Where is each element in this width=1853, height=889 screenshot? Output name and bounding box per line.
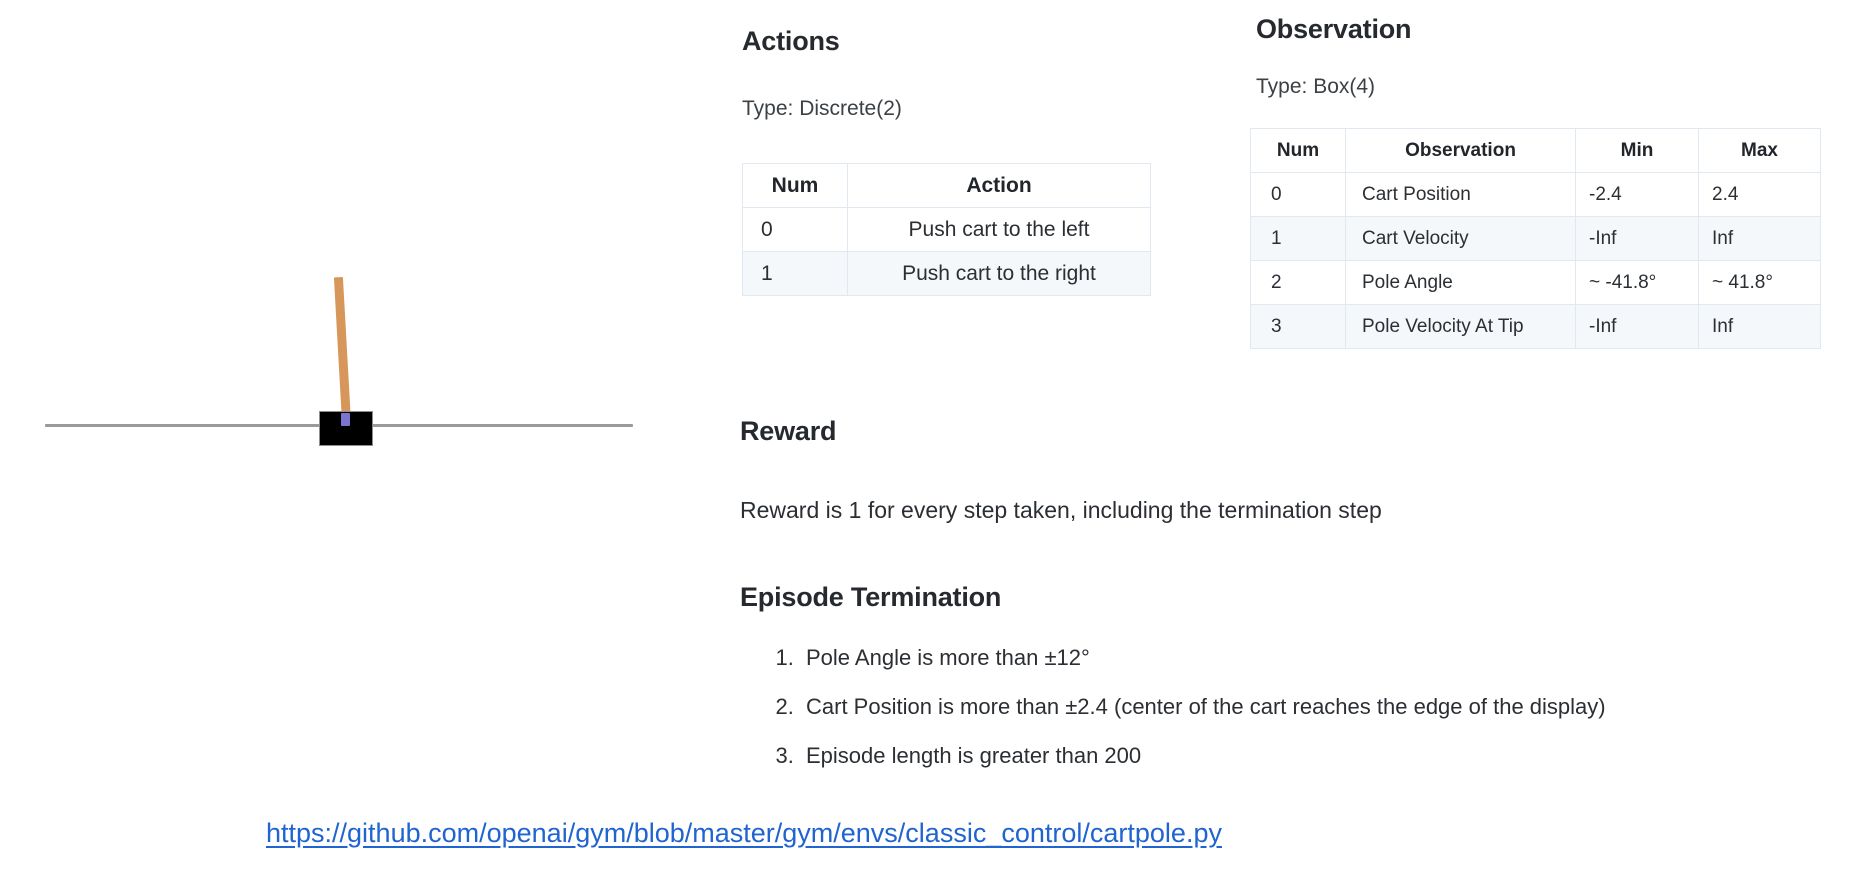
observation-table: Num Observation Min Max 0 Cart Position … [1250, 128, 1821, 349]
observation-cell-min-3: -Inf [1575, 304, 1699, 349]
actions-cell-action-0: Push cart to the left [847, 207, 1151, 252]
observation-cell-num-0: 0 [1250, 172, 1346, 217]
observation-cell-obs-3: Pole Velocity At Tip [1345, 304, 1576, 349]
episode-termination-heading: Episode Termination [740, 582, 1002, 612]
actions-cell-num-0: 0 [742, 207, 848, 252]
source-code-link[interactable]: https://github.com/openai/gym/blob/maste… [266, 818, 1222, 848]
table-row: 0 Push cart to the left [742, 207, 1151, 252]
table-row: 2 Pole Angle ~ -41.8° ~ 41.8° [1250, 260, 1821, 305]
observation-cell-max-3: Inf [1698, 304, 1821, 349]
actions-header-action: Action [847, 163, 1151, 208]
table-row: 0 Cart Position -2.4 2.4 [1250, 172, 1821, 217]
observation-header-min: Min [1575, 128, 1699, 173]
observation-cell-min-0: -2.4 [1575, 172, 1699, 217]
observation-cell-num-1: 1 [1250, 216, 1346, 261]
cartpole-illustration [0, 276, 700, 500]
observation-cell-num-2: 2 [1250, 260, 1346, 305]
cartpole-pole [333, 276, 351, 423]
observation-cell-obs-0: Cart Position [1345, 172, 1576, 217]
observation-type-text: Type: Box(4) [1256, 75, 1376, 98]
observation-header-obs: Observation [1345, 128, 1576, 173]
list-item: Pole Angle is more than ±12° [800, 645, 1606, 671]
observation-cell-num-3: 3 [1250, 304, 1346, 349]
table-row: 3 Pole Velocity At Tip -Inf Inf [1250, 304, 1821, 349]
actions-type-text: Type: Discrete(2) [742, 97, 902, 120]
list-item: Cart Position is more than ±2.4 (center … [800, 694, 1606, 720]
list-item: Episode length is greater than 200 [800, 743, 1606, 769]
actions-heading: Actions [742, 26, 840, 56]
actions-header-num: Num [742, 163, 848, 208]
reward-description: Reward is 1 for every step taken, includ… [740, 497, 1382, 523]
actions-cell-num-1: 1 [742, 251, 848, 296]
observation-cell-obs-2: Pole Angle [1345, 260, 1576, 305]
table-row: 1 Cart Velocity -Inf Inf [1250, 216, 1821, 261]
actions-table-header-row: Num Action [742, 163, 1151, 208]
observation-heading: Observation [1256, 14, 1412, 44]
observation-cell-max-1: Inf [1698, 216, 1821, 261]
actions-table: Num Action 0 Push cart to the left 1 Pus… [742, 163, 1151, 296]
observation-cell-min-1: -Inf [1575, 216, 1699, 261]
observation-cell-max-0: 2.4 [1698, 172, 1821, 217]
observation-cell-obs-1: Cart Velocity [1345, 216, 1576, 261]
observation-header-max: Max [1698, 128, 1821, 173]
observation-header-num: Num [1250, 128, 1346, 173]
observation-cell-min-2: ~ -41.8° [1575, 260, 1699, 305]
actions-cell-action-1: Push cart to the right [847, 251, 1151, 296]
episode-termination-list: Pole Angle is more than ±12° Cart Positi… [756, 645, 1606, 792]
observation-cell-max-2: ~ 41.8° [1698, 260, 1821, 305]
observation-table-header-row: Num Observation Min Max [1250, 128, 1821, 173]
reward-heading: Reward [740, 416, 837, 446]
table-row: 1 Push cart to the right [742, 251, 1151, 296]
cartpole-axle [341, 413, 350, 426]
